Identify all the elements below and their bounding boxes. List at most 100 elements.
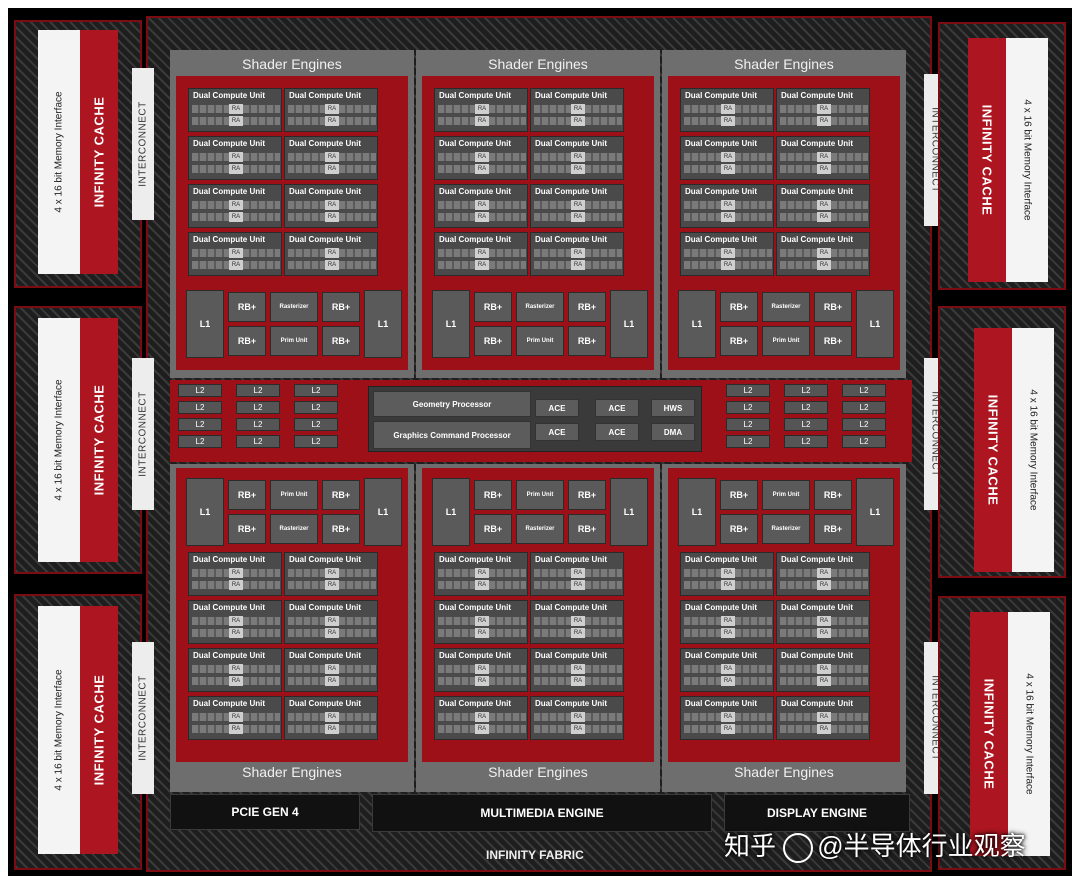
ray-accelerator: RA (721, 664, 735, 674)
rasterizer: Prim Unit (270, 480, 318, 510)
simd-lanes (192, 261, 229, 269)
dcu-label: Dual Compute Unit (193, 187, 265, 196)
simd-lanes (339, 165, 376, 173)
ray-accelerator: RA (475, 616, 489, 626)
simd-lanes (438, 617, 475, 625)
simd-lanes (438, 665, 475, 673)
simd-lanes (780, 165, 817, 173)
ray-accelerator: RA (325, 712, 339, 722)
simd-lanes (780, 677, 817, 685)
ray-accelerator: RA (475, 628, 489, 638)
simd-lanes (192, 617, 229, 625)
rb-plus: RB+ (322, 326, 360, 356)
ray-accelerator: RA (721, 260, 735, 270)
simd-lanes (831, 153, 868, 161)
simd-lanes (831, 713, 868, 721)
rb-plus: RB+ (228, 292, 266, 322)
simd-lanes (438, 213, 475, 221)
ray-accelerator: RA (817, 628, 831, 638)
ray-accelerator: RA (229, 116, 243, 126)
simd-lanes (534, 725, 571, 733)
ray-accelerator: RA (229, 580, 243, 590)
zhihu-logo-icon (783, 833, 814, 864)
left-memory-module-2: 4 x 16 bit Memory Interface INFINITY CAC… (14, 306, 142, 574)
ray-accelerator: RA (475, 104, 489, 114)
ray-accelerator: RA (721, 616, 735, 626)
ray-accelerator: RA (571, 568, 585, 578)
ray-accelerator: RA (571, 616, 585, 626)
simd-lanes (288, 249, 325, 257)
simd-lanes (684, 261, 721, 269)
right-memory-module-3: INFINITY CACHE 4 x 16 bit Memory Interfa… (938, 596, 1066, 870)
dcu-label: Dual Compute Unit (685, 651, 757, 660)
simd-lanes (489, 665, 526, 673)
simd-lanes (489, 249, 526, 257)
simd-lanes (288, 617, 325, 625)
simd-lanes (192, 677, 229, 685)
dcu-label: Dual Compute Unit (685, 139, 757, 148)
simd-lanes (534, 201, 571, 209)
simd-lanes (585, 725, 622, 733)
simd-lanes (831, 569, 868, 577)
dcu-label: Dual Compute Unit (685, 187, 757, 196)
ray-accelerator: RA (571, 212, 585, 222)
ray-accelerator: RA (325, 724, 339, 734)
rasterizer: Prim Unit (516, 480, 564, 510)
simd-lanes (243, 725, 280, 733)
l2-cache-slice: L2 (178, 384, 222, 397)
simd-lanes (534, 617, 571, 625)
l2-cache-slice: L2 (842, 418, 886, 431)
simd-lanes (735, 713, 772, 721)
simd-lanes (534, 213, 571, 221)
simd-lanes (243, 249, 280, 257)
simd-lanes (489, 165, 526, 173)
rb-plus: RB+ (228, 480, 266, 510)
ray-accelerator: RA (475, 116, 489, 126)
simd-lanes (243, 665, 280, 673)
ray-accelerator: RA (571, 664, 585, 674)
simd-lanes (780, 725, 817, 733)
prim-unit: Rasterizer (270, 514, 318, 544)
simd-lanes (534, 629, 571, 637)
simd-lanes (438, 581, 475, 589)
simd-lanes (243, 105, 280, 113)
dcu-label: Dual Compute Unit (781, 139, 853, 148)
ray-accelerator: RA (817, 712, 831, 722)
geometry-processor: Geometry Processor (373, 391, 531, 417)
l2-cache-slice: L2 (784, 418, 828, 431)
ray-accelerator: RA (325, 664, 339, 674)
dcu-label: Dual Compute Unit (193, 603, 265, 612)
rasterizer: Rasterizer (270, 292, 318, 322)
simd-lanes (735, 117, 772, 125)
simd-lanes (288, 153, 325, 161)
l2-cache-slice: L2 (842, 435, 886, 448)
simd-lanes (831, 581, 868, 589)
simd-lanes (243, 261, 280, 269)
simd-lanes (192, 213, 229, 221)
simd-lanes (585, 617, 622, 625)
hws-unit: HWS (651, 399, 695, 417)
memory-interface-label: 4 x 16 bit Memory Interface (53, 379, 65, 501)
ray-accelerator: RA (325, 616, 339, 626)
dcu-label: Dual Compute Unit (781, 699, 853, 708)
command-processor-block: Geometry Processor Graphics Command Proc… (368, 386, 702, 452)
rb-plus: RB+ (720, 292, 758, 322)
l2-cache-slice: L2 (178, 401, 222, 414)
simd-lanes (735, 105, 772, 113)
simd-lanes (288, 165, 325, 173)
ray-accelerator: RA (475, 212, 489, 222)
l1-cache: L1 (856, 478, 894, 546)
dma-unit: DMA (651, 423, 695, 441)
shader-engine-title: Shader Engines (734, 764, 834, 780)
